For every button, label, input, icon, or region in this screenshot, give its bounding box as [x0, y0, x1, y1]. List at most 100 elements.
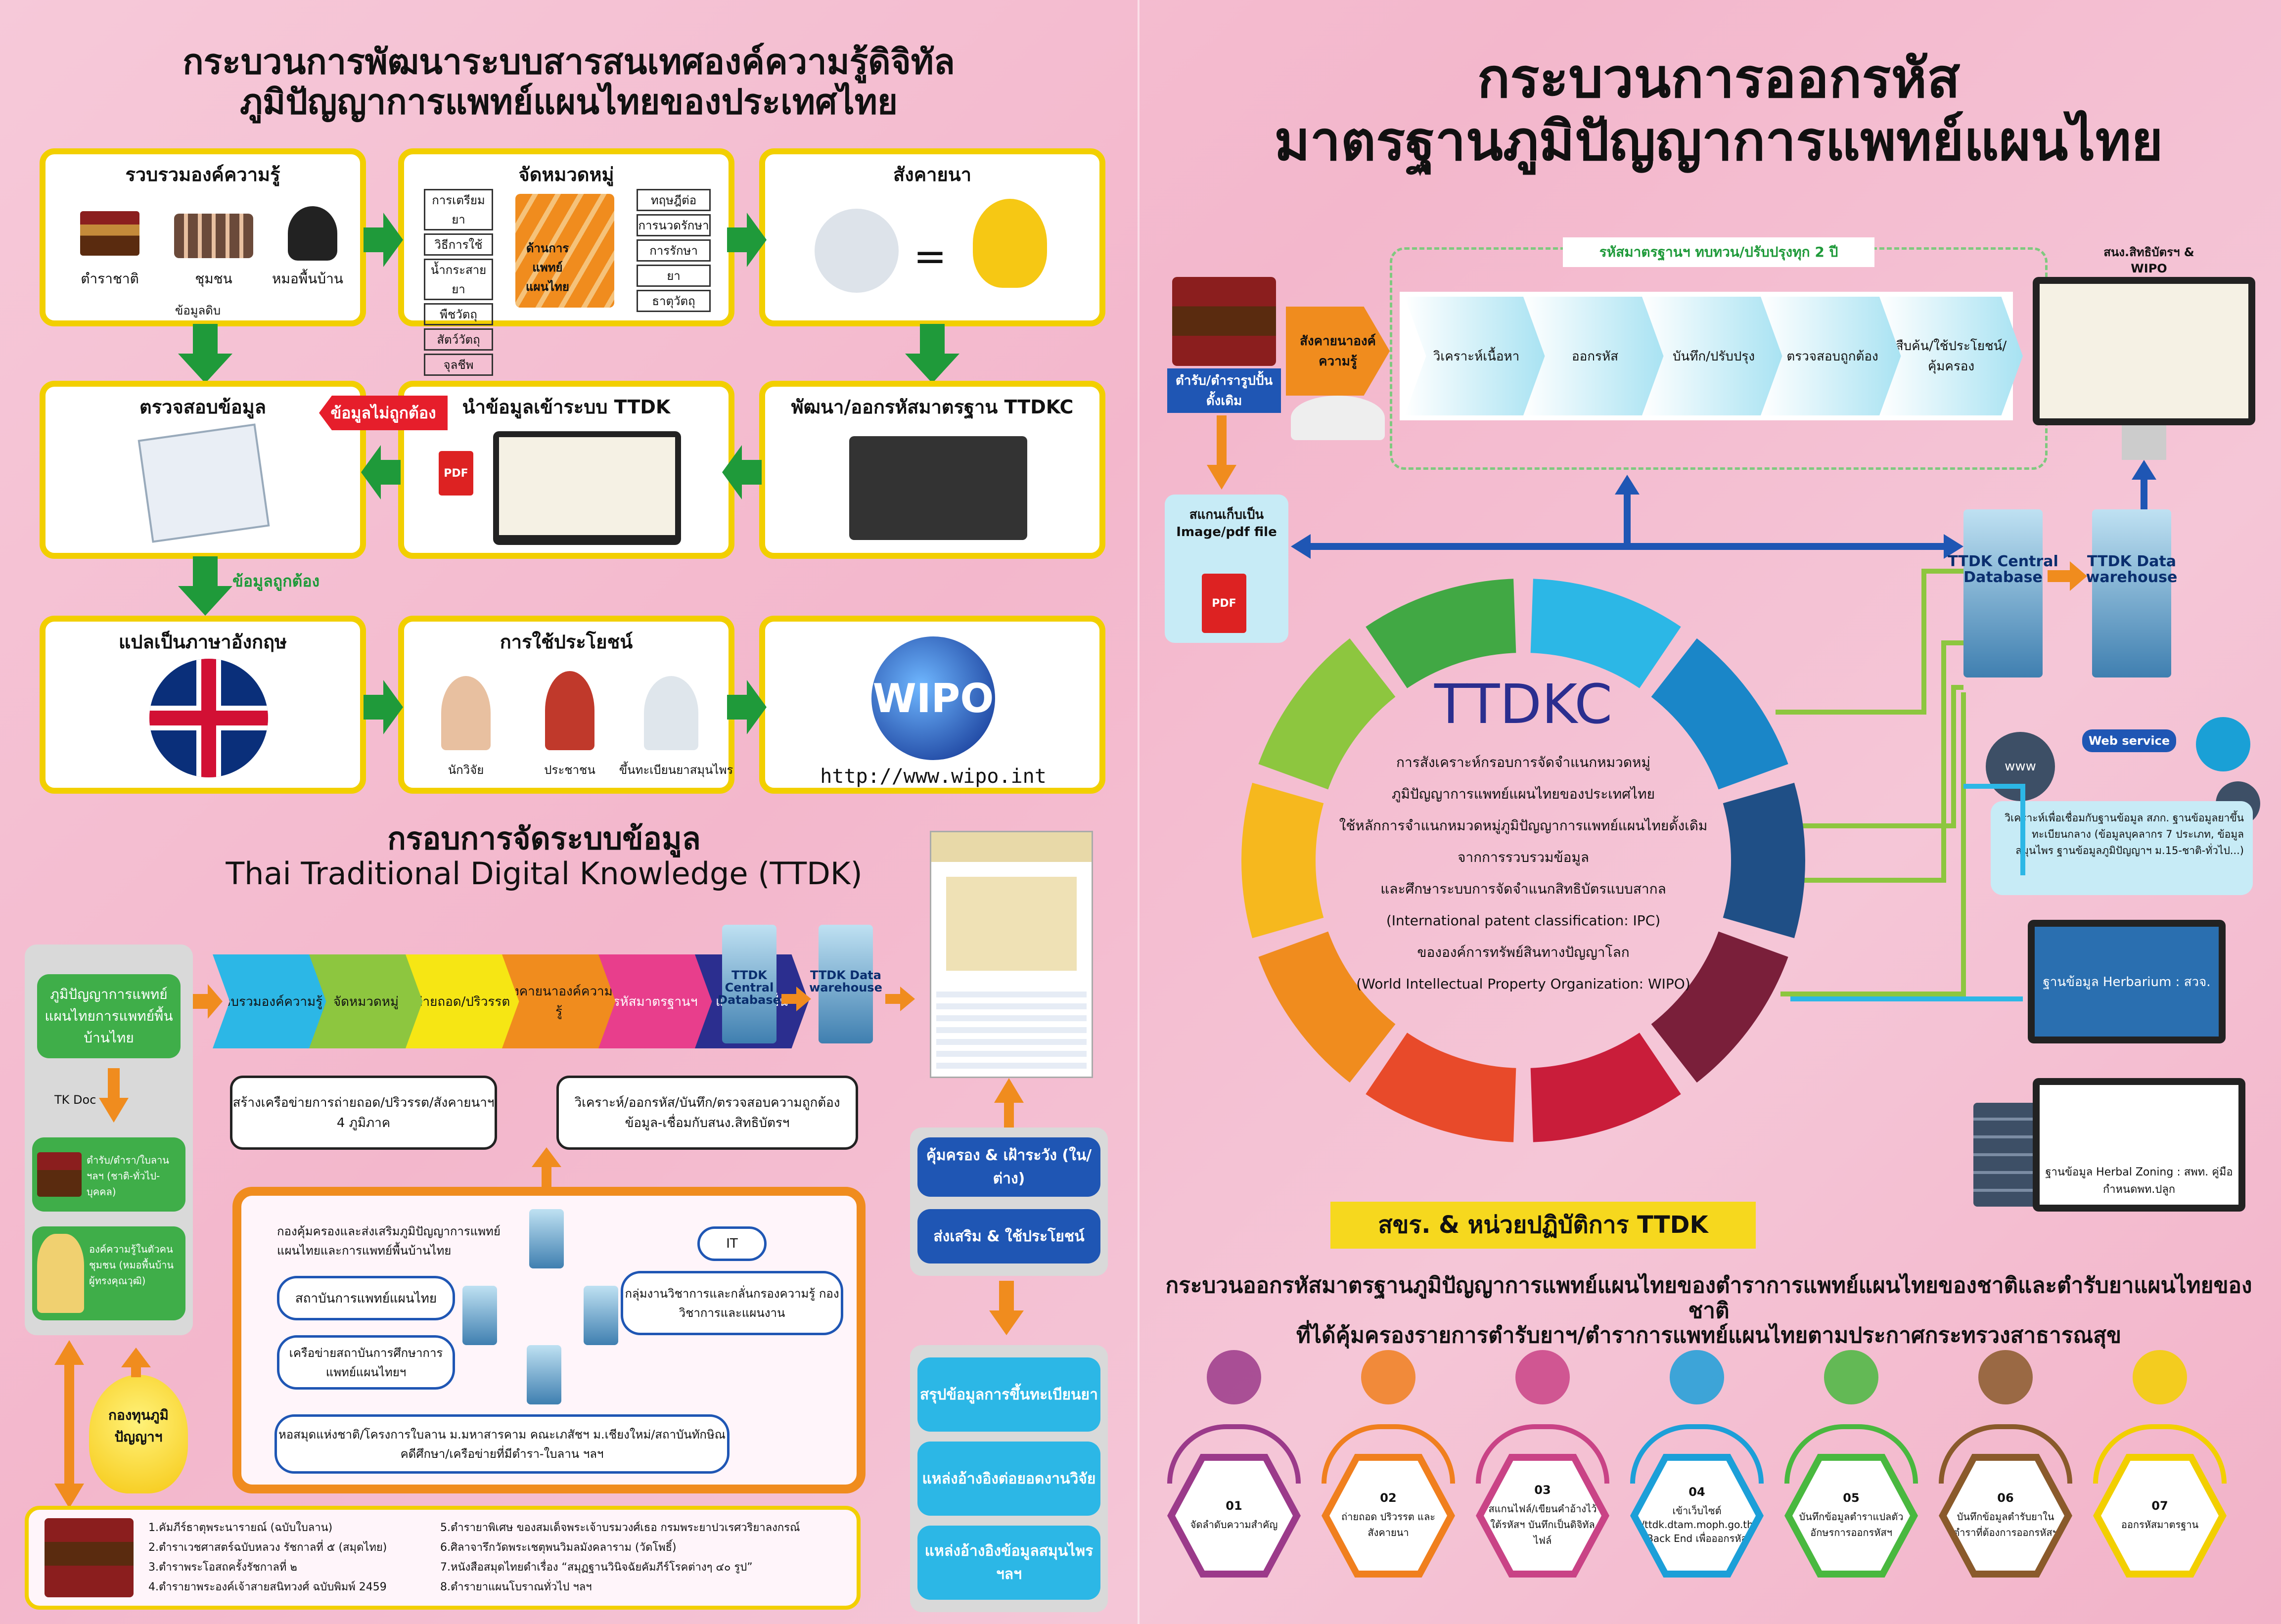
wrong-data-badge: ข้อมูลไม่ถูกต้อง: [319, 396, 448, 430]
classify-right-list: ทฤษฎีต่อ การนวดรักษา การรักษา ยา ธาตุวัต…: [637, 189, 711, 312]
step-number: 07: [2151, 1499, 2168, 1513]
org-building-bottom: [527, 1345, 561, 1404]
references-box: [25, 1506, 861, 1610]
step-icon: [1824, 1350, 1878, 1404]
ttdk-web-screenshot: [930, 831, 1093, 1078]
folders-icon: [515, 194, 614, 308]
wisdom-box: ภูมิปัญญาการแพทย์แผนไทยการแพทย์พื้นบ้านไ…: [37, 974, 181, 1058]
classify-left-1: วิธีการใช้: [424, 233, 493, 256]
circle-line-2: ใช้หลักการจำแนกหมวดหมู่ภูมิปัญญาการแพทย์…: [1339, 817, 1708, 834]
arrow-down-1: [178, 324, 232, 383]
network-box-text: สร้างเครือข่ายการถ่ายถอด/ปริวรรต/สังคายน…: [232, 1095, 495, 1130]
network-box: สร้างเครือข่ายการถ่ายถอด/ปริวรรต/สังคายน…: [230, 1076, 497, 1150]
circle-line-4: และศึกษาระบบการจัดจำแนกสิทธิบัตรแบบสากล: [1380, 881, 1666, 897]
ring-segment: [1258, 931, 1396, 1083]
classify-left-list: การเตรียมยา วิธีการใช้ น้ำกระสายยา พืชวั…: [424, 189, 493, 376]
classify-right-3: ยา: [637, 265, 711, 287]
inst-network-label: เครือข่ายสถาบันการศึกษาการแพทย์แผนไทยฯ: [289, 1346, 443, 1379]
wipo-url[interactable]: http://www.wipo.int: [820, 765, 1047, 788]
classify-center: ด้านการแพทย์แผนไทย: [526, 241, 569, 294]
classify-right-2: การรักษา: [637, 239, 711, 262]
unit-banner-label: สขร. & หน่วยปฏิบัติการ TTDK: [1378, 1211, 1708, 1239]
promote-button: ส่งเสริม & ใช้ประโยชน์: [917, 1209, 1100, 1263]
protect-button: คุ้มครอง & เฝ้าระวัง (ใน/ต่าง): [917, 1137, 1100, 1197]
right-chevron-2: ออกรหัส: [1523, 297, 1667, 415]
chevron-step-1-label: รวบรวมองค์ความรู้: [216, 994, 323, 1009]
texts-label: ตำรับ/ตำรา/ใบลาน ฯลฯ (ชาติ-ทั่วไป-บุคคล): [87, 1154, 169, 1198]
source-label-box: ตำรับ/ตำรารูปปั้นดั้งเดิม: [1167, 368, 1281, 413]
knowledge-label: องค์ความรู้ในตัวคน ชุมชน (หมอพื้นบ้าน ผู…: [89, 1243, 174, 1287]
step-hex: 07 ออกรหัสมาตรฐาน: [2093, 1454, 2227, 1578]
verify-box: ตรวจสอบข้อมูล: [40, 381, 366, 559]
promote-label: ส่งเสริม & ใช้ประโยชน์: [933, 1227, 1085, 1245]
source-books-icon: [1172, 277, 1276, 366]
classify-left-4: สัตว์วัตถุ: [424, 328, 493, 351]
classify-box-title: จัดหมวดหมู่: [518, 164, 614, 185]
verify-box-title: ตรวจสอบข้อมูล: [139, 396, 266, 418]
step-text: บันทึกข้อมูลตำราแปลตัวอักษรการออกรหัสฯ: [1799, 1511, 1904, 1538]
right-chevron-1: วิเคราะห์เนื้อหา: [1405, 297, 1548, 415]
protect-label: คุ้มครอง & เฝ้าระวัง (ใน/ต่าง): [926, 1147, 1092, 1187]
analyze-box-text: วิเคราะห์/ออกรหัส/บันทึก/ตรวจสอบความถูกต…: [574, 1095, 840, 1130]
synthesize-box: สังคายนา =: [759, 148, 1105, 326]
classify-left-3: พืชวัตถุ: [424, 303, 493, 325]
output-3-label: แหล่งอ้างอิงข้อมูลสมุนไพร ฯลฯ: [924, 1542, 1094, 1583]
review-cycle-label: รหัสมาตรฐานฯ ทบทวน/ปรับปรุงทุก 2 ปี: [1599, 244, 1838, 260]
framework-title-line2: Thai Traditional Digital Knowledge (TTDK…: [226, 856, 863, 892]
chevron-step-3: ถ่ายถอด/ปริวรรต: [406, 954, 519, 1048]
wipo-globe-icon: WIPO: [871, 636, 995, 760]
process-title-line1: กระบวนออกรหัสมาตรฐานภูมิปัญญาการแพทย์แผน…: [1165, 1273, 2252, 1323]
central-db-building-left: [722, 925, 776, 1043]
analyze-box: วิเคราะห์/ออกรหัส/บันทึก/ตรวจสอบความถูกต…: [556, 1076, 858, 1150]
output-1-label: สรุปข้อมูลการขึ้นทะเบียนยา: [920, 1386, 1098, 1403]
classify-right-1: การนวดรักษา: [637, 214, 711, 236]
refs-left-list: 1.คัมภีร์ธาตุพระนารายณ์ (ฉบับใบลาน) 2.ตำ…: [148, 1518, 440, 1597]
chevron-step-4: สังคายนาองค์ความรู้: [502, 954, 616, 1048]
wipo-logo-text: WIPO: [872, 675, 994, 722]
usage-box-title: การใช้ประโยชน์: [500, 631, 633, 653]
circle-text: การสังเคราะห์กรอบการจัดจำแนกหมวดหมู่ ภูม…: [1330, 747, 1716, 1000]
monitor-stand: [2122, 425, 2166, 460]
uk-flag-icon: [149, 659, 268, 777]
collect-box: รวบรวมองค์ความรู้ ตำราชาติ ชุมชน หมอพื้น…: [40, 148, 366, 326]
scan-label: สแกนเก็บเป็น Image/pdf file: [1176, 507, 1277, 540]
central-db-label-left: TTDK Central Database: [718, 968, 781, 1007]
herbarium-label: ฐานข้อมูล Herbarium : สวจ.: [2043, 974, 2211, 990]
collect-arrow-banner: สังคายนาองค์ความรู้: [1286, 307, 1390, 396]
monitor-icon: [493, 431, 681, 545]
ring-segment: [1530, 579, 1681, 688]
document-sign-icon: [137, 423, 270, 543]
patent-office-label: สนง.สิทธิบัตรฯ & WIPO: [2103, 245, 2194, 275]
left-title-line1: กระบวนการพัฒนาระบบสารสนเทศองค์ความรู้ดิจ…: [182, 42, 955, 82]
step-icon: [2133, 1350, 2187, 1404]
arrow-down-2: [905, 324, 959, 383]
encode-box: พัฒนา/ออกรหัสมาตรฐาน TTDKC: [759, 381, 1105, 559]
wrong-data-label: ข้อมูลไม่ถูกต้อง: [330, 403, 436, 422]
step-text: ออกรหัสมาตรฐาน: [2121, 1519, 2199, 1531]
chevron-step-2-label: จัดหมวดหมู่: [333, 994, 399, 1009]
institute-label: สถาบันการแพทย์แผนไทย: [295, 1291, 437, 1306]
ring-segment: [1366, 1033, 1516, 1142]
step-icon: [1361, 1350, 1415, 1404]
org-building-left: [462, 1286, 497, 1345]
encode-box-title: พัฒนา/ออกรหัสมาตรฐาน TTDKC: [791, 396, 1074, 418]
central-db-building-right: [1963, 509, 2043, 677]
partners-pill: หอสมุดแห่งชาติ/โครงการใบลาน ม.มหาสารคาม …: [274, 1414, 730, 1474]
process-title: กระบวนออกรหัสมาตรฐานภูมิปัญญาการแพทย์แผน…: [1152, 1273, 2265, 1349]
circle-line-6: ขององค์การทรัพย์สินทางปัญญาโลก: [1417, 944, 1630, 960]
arrow-db-to-wh-left: [781, 987, 811, 1011]
page-divider: [1138, 0, 1140, 1624]
left-title: กระบวนการพัฒนาระบบสารสนเทศองค์ความรู้ดิจ…: [0, 42, 1138, 122]
wisdom-box-text: ภูมิปัญญาการแพทย์แผนไทยการแพทย์พื้นบ้านไ…: [45, 986, 173, 1046]
equals-icon: =: [913, 233, 947, 279]
output-1: สรุปข้อมูลการขึ้นทะเบียนยา: [917, 1357, 1100, 1432]
circle-line-7: (World Intellectual Property Organizatio…: [1356, 976, 1690, 992]
ref-4: 4.ตำรายาพระองค์เจ้าสายสนิทวงศ์ ฉบับพิมพ์…: [148, 1581, 387, 1593]
www-label: www: [2005, 759, 2036, 774]
data-wh-label-left: TTDK Data warehouse: [809, 968, 882, 995]
